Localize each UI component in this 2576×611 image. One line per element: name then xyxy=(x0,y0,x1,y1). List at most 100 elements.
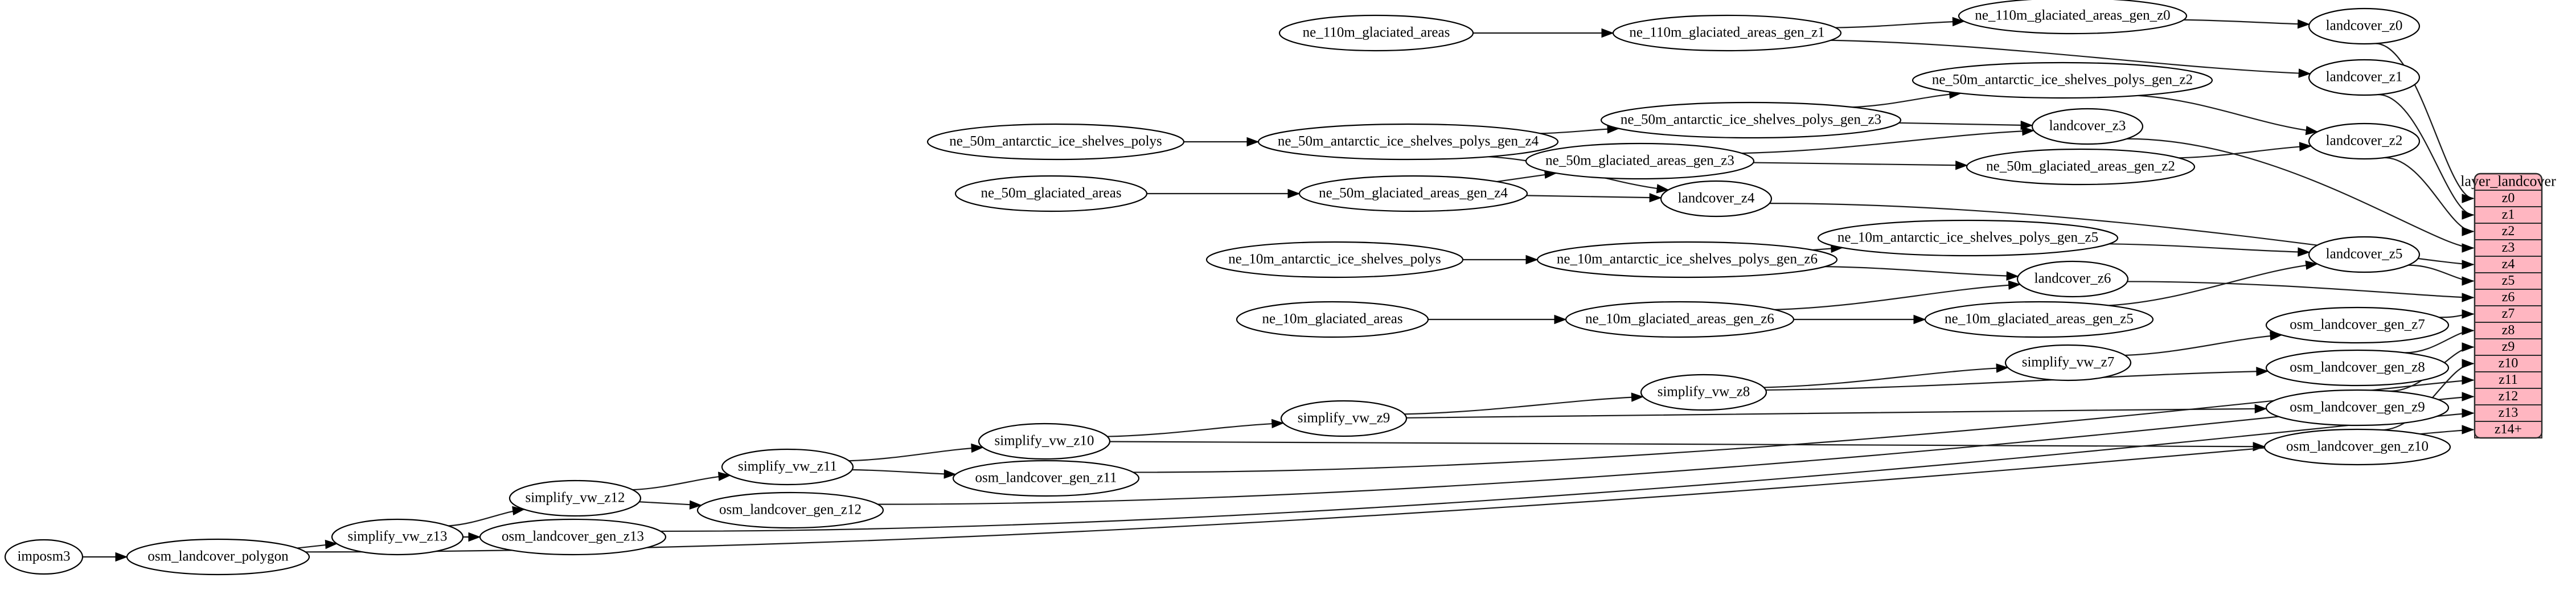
edge-arrowhead xyxy=(2462,359,2475,368)
layer-landcover-row-label: z2 xyxy=(2502,224,2515,239)
layer-landcover-table: layer_landcoverz0z1z2z3z4z5z6z7z8z9z10z1… xyxy=(2460,173,2556,439)
node-label: simplify_vw_z12 xyxy=(526,490,625,506)
graph-node-simplify_vw_z13[interactable]: simplify_vw_z13 xyxy=(331,518,464,556)
graph-node-ne_10m_glaciated_areas_gen_z6[interactable]: ne_10m_glaciated_areas_gen_z6 xyxy=(1565,301,1795,338)
graph-node-ne_110m_glaciated_areas_gen_z1[interactable]: ne_110m_glaciated_areas_gen_z1 xyxy=(1612,14,1842,52)
graph-node-osm_landcover_gen_z13[interactable]: osm_landcover_gen_z13 xyxy=(479,518,667,556)
node-ellipse xyxy=(1660,180,1773,218)
graph-node-landcover_z1[interactable]: landcover_z1 xyxy=(2308,59,2421,96)
graph-node-simplify_vw_z10[interactable]: simplify_vw_z10 xyxy=(978,423,1111,460)
node-label: landcover_z2 xyxy=(2326,133,2403,149)
graph-node-ne_50m_glaciated_areas_gen_z3[interactable]: ne_50m_glaciated_areas_gen_z3 xyxy=(1525,142,1755,180)
graph-node-landcover_z5[interactable]: landcover_z5 xyxy=(2308,236,2421,273)
nodes-layer: imposm3 osm_landcover_polygon simplify_vw_… xyxy=(4,0,2451,576)
graph-edge-ne_50m_glaciated_areas_gen_z2--to--landcover_z2 xyxy=(2179,145,2311,159)
edge-arrowhead xyxy=(2253,442,2266,452)
node-label: ne_10m_glaciated_areas xyxy=(1262,311,1402,327)
node-label: simplify_vw_z8 xyxy=(1658,384,1750,400)
layer-landcover-row-label: z14+ xyxy=(2495,422,2522,437)
node-label: osm_landcover_gen_z11 xyxy=(975,470,1117,486)
node-label: simplify_vw_z9 xyxy=(1298,411,1390,426)
layer-landcover-row-z13[interactable] xyxy=(2474,404,2542,422)
graph-node-landcover_z4[interactable]: landcover_z4 xyxy=(1660,180,1773,218)
graph-node-simplify_vw_z8[interactable]: simplify_vw_z8 xyxy=(1640,374,1767,411)
graph-node-simplify_vw_z7[interactable]: simplify_vw_z7 xyxy=(2004,344,2132,382)
graph-node-ne_10m_antarctic_ice_shelves_polys[interactable]: ne_10m_antarctic_ice_shelves_polys xyxy=(1205,241,1464,278)
edge-arrowhead xyxy=(2021,126,2035,136)
layer-landcover-row-label: z4 xyxy=(2502,257,2515,272)
graph-edge-ne_10m_glaciated_areas_gen_z5--to--landcover_z5 xyxy=(2109,263,2317,306)
edge-arrowhead xyxy=(2462,293,2475,302)
graph-edge-landcover_z4--to--layer_landcover_z4 xyxy=(1769,203,2474,265)
graph-edge-simplify_vw_z8--to--simplify_vw_z7 xyxy=(1763,367,2008,388)
node-ellipse xyxy=(2265,306,2450,344)
edge-arrowhead xyxy=(1246,137,1260,147)
graph-node-landcover_z2[interactable]: landcover_z2 xyxy=(2308,122,2421,160)
graph-node-ne_50m_glaciated_areas[interactable]: ne_50m_glaciated_areas xyxy=(954,175,1148,212)
graph-node-osm_landcover_gen_z11[interactable]: osm_landcover_gen_z11 xyxy=(952,460,1140,497)
graph-edge-landcover_z1--to--layer_landcover_z1 xyxy=(2378,93,2474,216)
graph-node-imposm3[interactable]: imposm3 xyxy=(4,539,84,575)
graph-node-ne_50m_antarctic_ice_shelves_polys_gen_z3[interactable]: ne_50m_antarctic_ice_shelves_polys_gen_z… xyxy=(1600,101,1902,139)
graph-node-landcover_z6[interactable]: landcover_z6 xyxy=(2016,260,2129,298)
graph-node-landcover_z3[interactable]: landcover_z3 xyxy=(2031,108,2144,145)
graph-edge-simplify_vw_z9--to--osm_landcover_gen_z9 xyxy=(1406,408,2267,419)
node-label: landcover_z6 xyxy=(2034,271,2111,286)
node-label: ne_10m_glaciated_areas_gen_z6 xyxy=(1585,311,1774,327)
edge-arrowhead xyxy=(1913,314,1926,325)
graph-node-osm_landcover_gen_z9[interactable]: osm_landcover_gen_z9 xyxy=(2265,389,2450,427)
edge-arrowhead xyxy=(717,471,731,481)
node-ellipse xyxy=(978,423,1111,460)
edge-arrowhead xyxy=(2462,342,2475,352)
edge-arrowhead xyxy=(2462,276,2475,286)
graph-edge-simplify_vw_z9--to--simplify_vw_z8 xyxy=(1404,396,1643,415)
graph-node-ne_50m_antarctic_ice_shelves_polys_gen_z4[interactable]: ne_50m_antarctic_ice_shelves_polys_gen_z… xyxy=(1257,123,1559,161)
graph-node-simplify_vw_z12[interactable]: simplify_vw_z12 xyxy=(508,479,642,517)
graph-node-osm_landcover_gen_z12[interactable]: osm_landcover_gen_z12 xyxy=(696,491,884,529)
graph-node-ne_10m_glaciated_areas_gen_z5[interactable]: ne_10m_glaciated_areas_gen_z5 xyxy=(1924,301,2154,338)
graph-edge-ne_50m_glaciated_areas_gen_z3--to--ne_50m_glaciated_areas_gen_z2 xyxy=(1753,162,1967,166)
graph-edge-ne_50m_antarctic_ice_shelves_polys_gen_z3--to--ne_50m_antarctic_ice_shelves_polys_gen_z2 xyxy=(1852,92,1961,108)
node-label: ne_50m_glaciated_areas_gen_z2 xyxy=(1986,159,2175,174)
graph-node-osm_landcover_gen_z7[interactable]: osm_landcover_gen_z7 xyxy=(2265,306,2450,344)
layer-landcover-row-label: z12 xyxy=(2499,389,2518,404)
graph-node-ne_110m_glaciated_areas[interactable]: ne_110m_glaciated_areas xyxy=(1278,14,1474,52)
node-label: landcover_z3 xyxy=(2049,118,2126,134)
edge-arrowhead xyxy=(2298,247,2311,257)
graph-edge-ne_50m_glaciated_areas_gen_z4--to--landcover_z4 xyxy=(1526,195,1662,199)
edge-arrowhead xyxy=(2462,326,2475,335)
node-ellipse xyxy=(1817,219,2119,257)
node-label: ne_10m_antarctic_ice_shelves_polys_gen_z… xyxy=(1557,252,1818,267)
node-label: simplify_vw_z10 xyxy=(995,433,1094,449)
layer-landcover-row-label: z7 xyxy=(2502,306,2515,321)
graph-node-simplify_vw_z11[interactable]: simplify_vw_z11 xyxy=(721,448,854,486)
node-ellipse xyxy=(926,123,1185,161)
node-ellipse xyxy=(1958,0,2188,35)
graph-node-ne_10m_antarctic_ice_shelves_polys_gen_z5[interactable]: ne_10m_antarctic_ice_shelves_polys_gen_z… xyxy=(1817,219,2119,257)
layer-landcover-row-label: z13 xyxy=(2499,405,2518,420)
graph-node-ne_10m_antarctic_ice_shelves_polys_gen_z6[interactable]: ne_10m_antarctic_ice_shelves_polys_gen_z… xyxy=(1536,241,1838,278)
graph-edge-landcover_z6--to--layer_landcover_z6 xyxy=(2127,281,2474,298)
graph-node-ne_50m_antarctic_ice_shelves_polys_gen_z2[interactable]: ne_50m_antarctic_ice_shelves_polys_gen_z… xyxy=(1912,61,2213,99)
graph-node-osm_landcover_gen_z8[interactable]: osm_landcover_gen_z8 xyxy=(2265,349,2450,387)
graph-node-simplify_vw_z9[interactable]: simplify_vw_z9 xyxy=(1280,400,1408,437)
graph-edge-ne_50m_glaciated_areas_gen_z3--to--landcover_z3 xyxy=(1741,130,2034,154)
graph-node-osm_landcover_gen_z10[interactable]: osm_landcover_gen_z10 xyxy=(2263,428,2451,466)
graph-node-osm_landcover_polygon[interactable]: osm_landcover_polygon xyxy=(126,538,310,576)
graph-node-ne_110m_glaciated_areas_gen_z0[interactable]: ne_110m_glaciated_areas_gen_z0 xyxy=(1958,0,2188,35)
graph-edge-simplify_vw_z7--to--osm_landcover_gen_z7 xyxy=(2124,334,2282,356)
node-ellipse xyxy=(331,518,464,556)
graph-node-ne_50m_glaciated_areas_gen_z2[interactable]: ne_50m_glaciated_areas_gen_z2 xyxy=(1966,148,2196,186)
edge-arrowhead xyxy=(1656,184,1670,194)
edge-arrowhead xyxy=(115,552,128,562)
layer-landcover-row-label: z8 xyxy=(2502,323,2515,338)
graph-node-landcover_z0[interactable]: landcover_z0 xyxy=(2308,7,2421,45)
node-label: landcover_z5 xyxy=(2326,247,2403,262)
edge-arrowhead xyxy=(1631,392,1644,402)
node-ellipse xyxy=(721,448,854,486)
graph-node-ne_50m_antarctic_ice_shelves_polys[interactable]: ne_50m_antarctic_ice_shelves_polys xyxy=(926,123,1185,161)
edge-arrowhead xyxy=(1955,161,1968,170)
graph-node-ne_10m_glaciated_areas[interactable]: ne_10m_glaciated_areas xyxy=(1236,301,1429,338)
node-ellipse xyxy=(1565,301,1795,338)
graph-node-ne_50m_glaciated_areas_gen_z4[interactable]: ne_50m_glaciated_areas_gen_z4 xyxy=(1298,175,1528,212)
